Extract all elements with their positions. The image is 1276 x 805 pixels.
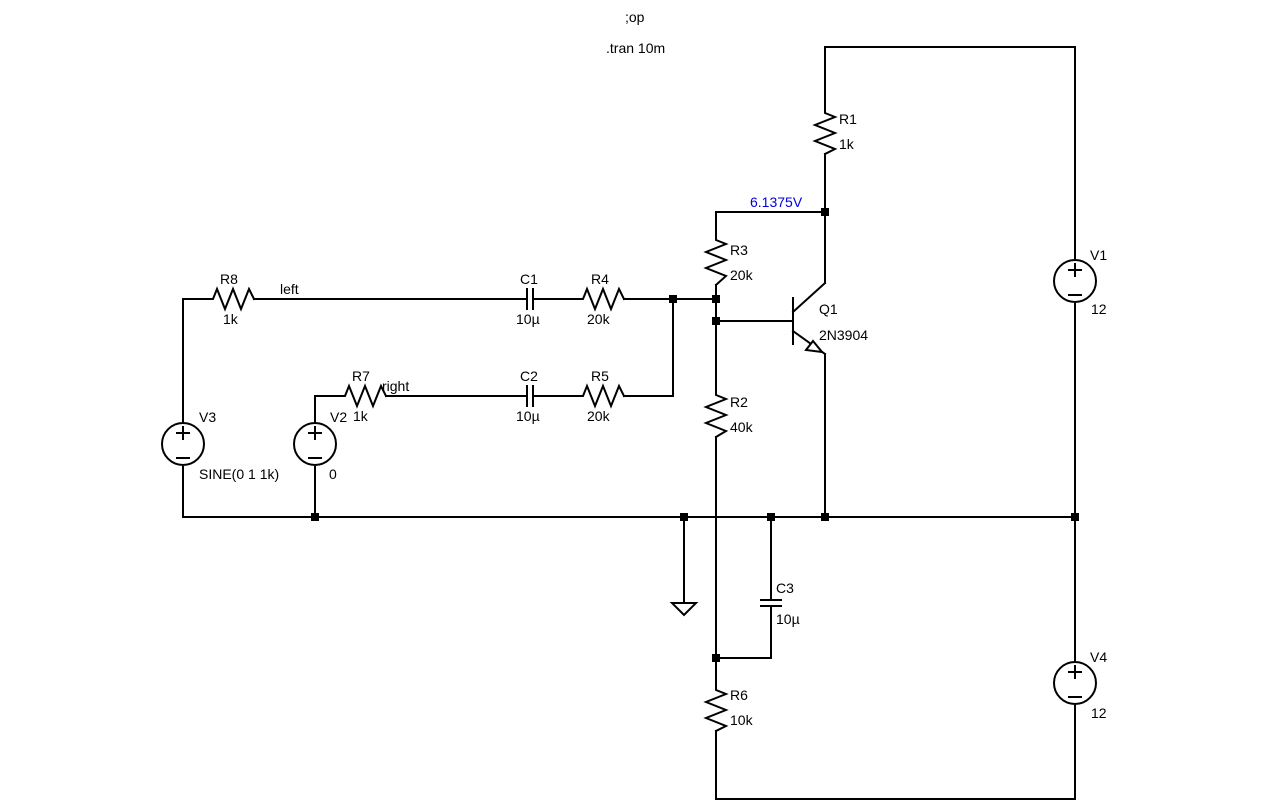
directive-op[interactable]: ;op (625, 9, 645, 25)
junction-dot (712, 654, 720, 662)
c1-value: 10µ (516, 311, 540, 327)
wire-r5-join (623, 298, 674, 397)
r4-value: 20k (587, 311, 611, 327)
r7-name: R7 (352, 368, 370, 384)
junction-dot (669, 295, 677, 303)
r7-value: 1k (353, 408, 369, 424)
c1-name: C1 (520, 271, 538, 287)
plus-sign (308, 426, 322, 440)
r6-name: R6 (730, 687, 748, 703)
junction-dot (767, 513, 775, 521)
wire-v2-r7 (314, 395, 341, 423)
c3-name: C3 (776, 580, 794, 596)
r6-value: 10k (730, 712, 754, 728)
net-label-left: left (280, 281, 299, 297)
r8-value: 1k (223, 311, 239, 327)
c3-value: 10µ (776, 611, 800, 627)
resistor-r8[interactable] (207, 286, 256, 312)
c2-value: 10µ (516, 408, 540, 424)
v4-value: 12 (1091, 705, 1107, 721)
resistor-r3[interactable] (703, 234, 729, 287)
source-circle (1053, 661, 1097, 705)
plus-sign (1068, 665, 1082, 679)
q1-name: Q1 (819, 301, 838, 317)
r3-value: 20k (730, 267, 754, 283)
resistor-r7[interactable] (339, 383, 388, 409)
r3-name: R3 (730, 242, 748, 258)
emitter-arrow (804, 339, 825, 354)
transistor-q1[interactable] (791, 281, 827, 356)
labels: ;op .tran 10m 6.1375V R1 1k R3 20k R2 40… (199, 9, 1107, 728)
v1-name: V1 (1090, 247, 1107, 263)
resistor-zigzag (577, 286, 626, 312)
source-circle (1053, 259, 1097, 303)
c2-name: C2 (520, 368, 538, 384)
v2-value: 0 (329, 466, 337, 482)
resistor-zigzag (703, 389, 729, 439)
directive-tran[interactable]: .tran 10m (606, 40, 665, 56)
wire-c3-bottom (715, 606, 772, 659)
r2-value: 40k (730, 419, 754, 435)
capacitor-plates (526, 385, 534, 407)
junction-dot (680, 513, 688, 521)
capacitor-c2[interactable] (526, 385, 534, 407)
resistor-zigzag (812, 107, 838, 156)
wire-v3-r8 (182, 298, 209, 423)
resistor-zigzag (703, 684, 729, 733)
resistor-r4[interactable] (577, 286, 626, 312)
v1-value: 12 (1091, 301, 1107, 317)
r1-value: 1k (839, 136, 855, 152)
voltage-source-v1[interactable] (1053, 259, 1097, 303)
resistor-r1[interactable] (812, 107, 838, 156)
capacitor-c1[interactable] (526, 288, 534, 310)
capacitor-c3[interactable] (760, 599, 782, 607)
resistor-r6[interactable] (703, 684, 729, 733)
resistor-zigzag (577, 383, 626, 409)
net-label-right: right (382, 378, 409, 394)
junction-dot (821, 513, 829, 521)
resistor-r2[interactable] (703, 389, 729, 439)
plus-sign (1068, 263, 1082, 277)
v3-name: V3 (199, 409, 216, 425)
voltage-source-v4[interactable] (1053, 661, 1097, 705)
probe-voltage-label: 6.1375V (750, 194, 803, 210)
source-circle (161, 422, 205, 466)
v4-name: V4 (1090, 649, 1107, 665)
junction-dot (1071, 513, 1079, 521)
q1-model: 2N3904 (819, 327, 868, 343)
r5-name: R5 (591, 368, 609, 384)
junction-dot (712, 295, 720, 303)
voltage-source-v3[interactable] (161, 422, 205, 466)
r2-name: R2 (730, 394, 748, 410)
v2-name: V2 (330, 409, 347, 425)
capacitor-plates (760, 599, 782, 607)
r8-name: R8 (220, 271, 238, 287)
wire-top-rail (824, 46, 1076, 259)
resistor-r5[interactable] (577, 383, 626, 409)
junction-dot (821, 208, 829, 216)
junctions (311, 208, 1079, 662)
transistor-collector-lead (791, 281, 827, 314)
resistor-zigzag (207, 286, 256, 312)
resistor-zigzag (703, 234, 729, 287)
plus-sign (176, 426, 190, 440)
capacitor-plates (526, 288, 534, 310)
ground-symbol (669, 602, 699, 617)
ground-triangle (669, 602, 699, 617)
wire-r6-bottom (715, 705, 1076, 800)
r1-name: R1 (839, 111, 857, 127)
junction-dot (311, 513, 319, 521)
v3-value: SINE(0 1 1k) (199, 466, 279, 482)
junction-dot (712, 317, 720, 325)
voltage-source-v2[interactable] (293, 422, 337, 466)
r5-value: 20k (587, 408, 611, 424)
source-circle (293, 422, 337, 466)
r4-name: R4 (591, 271, 609, 287)
resistor-zigzag (339, 383, 388, 409)
